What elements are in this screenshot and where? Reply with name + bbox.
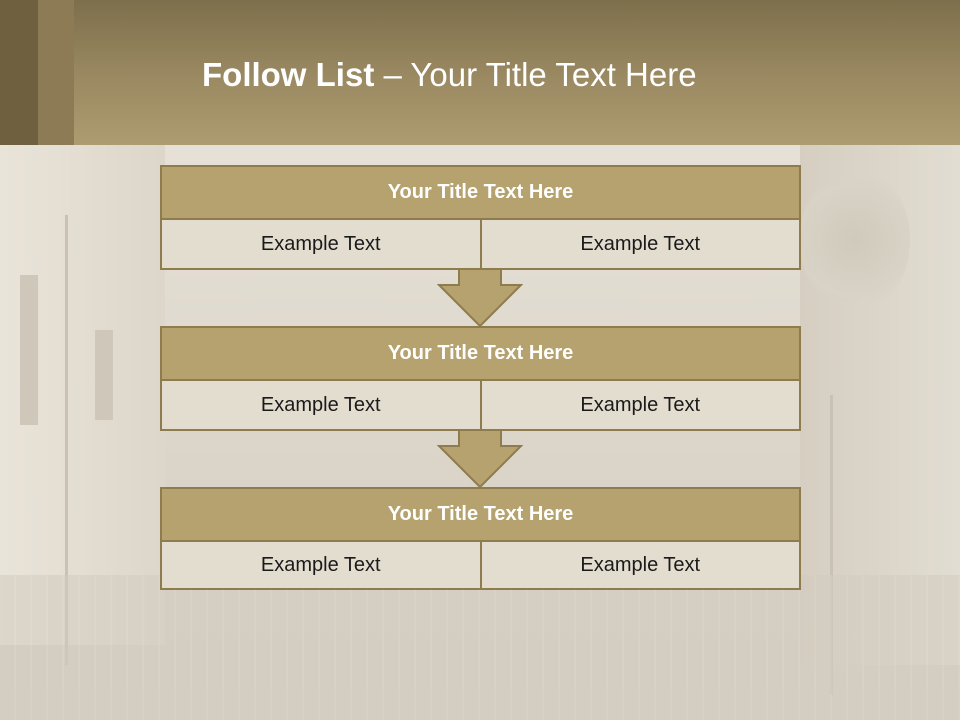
step-title: Your Title Text Here [160,165,801,220]
pole [65,215,68,665]
tree [800,165,910,315]
step-title: Your Title Text Here [160,487,801,542]
header-band: Follow List – Your Title Text Here [0,0,960,145]
step-cell-left: Example Text [160,220,482,270]
header-accent-dark [0,0,38,145]
step-block-1: Your Title Text Here Example Text Exampl… [160,165,801,270]
title-bold: Follow List [202,56,375,93]
header-accent-mid [38,0,74,145]
cobblestone-street [0,575,960,720]
step-cell-right: Example Text [479,542,801,590]
pole [830,395,833,695]
window [20,275,38,425]
step-row: Example Text Example Text [160,542,801,590]
step-cell-left: Example Text [160,542,482,590]
step-cell-left: Example Text [160,381,482,431]
step-block-2: Your Title Text Here Example Text Exampl… [160,326,801,431]
step-row: Example Text Example Text [160,381,801,431]
title-rest: – Your Title Text Here [374,56,697,93]
window [95,330,113,420]
down-arrow-icon [437,428,523,488]
step-block-3: Your Title Text Here Example Text Exampl… [160,487,801,590]
step-cell-right: Example Text [479,220,801,270]
left-building [0,145,165,645]
down-arrow-icon [437,267,523,327]
step-cell-right: Example Text [479,381,801,431]
step-title: Your Title Text Here [160,326,801,381]
slide-title: Follow List – Your Title Text Here [202,56,697,94]
step-row: Example Text Example Text [160,220,801,270]
